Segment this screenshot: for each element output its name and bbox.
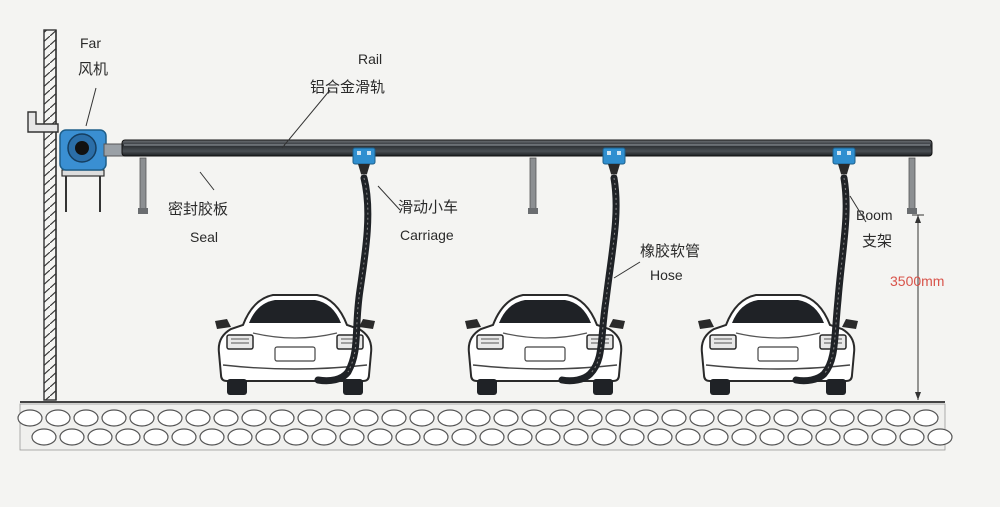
height-dimension bbox=[912, 214, 924, 400]
boom-label-cn: 支架 bbox=[862, 232, 892, 250]
car-rear-icon bbox=[214, 294, 859, 396]
label-fan: Far 风机 bbox=[78, 35, 108, 78]
rail-label-cn: 铝合金滑轨 bbox=[310, 78, 385, 96]
wall-structure bbox=[43, 29, 57, 401]
aluminum-rail bbox=[121, 139, 933, 157]
fan-blower-icon bbox=[59, 129, 127, 171]
support-posts bbox=[137, 157, 918, 215]
carriage-1 bbox=[352, 147, 376, 179]
label-hose: 橡胶软管 Hose bbox=[640, 242, 700, 283]
rail-label-en: Rail bbox=[358, 51, 382, 67]
label-boom: Boom 支架 bbox=[856, 207, 893, 250]
carriage-2 bbox=[602, 147, 626, 179]
leader-lines bbox=[85, 87, 867, 279]
fan-unit bbox=[27, 111, 127, 212]
seal-label-cn: 密封胶板 bbox=[168, 200, 228, 218]
seal-label-en: Seal bbox=[190, 229, 218, 245]
boom-label-en: Boom bbox=[856, 207, 893, 223]
carriage-label-cn: 滑动小车 bbox=[398, 198, 458, 216]
label-rail: Rail 铝合金滑轨 bbox=[310, 51, 385, 96]
fan-label-en: Far bbox=[80, 35, 101, 51]
fan-label-cn: 风机 bbox=[78, 60, 108, 78]
ground bbox=[17, 401, 953, 451]
label-seal: 密封胶板 Seal bbox=[168, 200, 228, 245]
hose-label-en: Hose bbox=[650, 267, 683, 283]
label-carriage: 滑动小车 Carriage bbox=[398, 198, 458, 243]
height-label: 3500mm bbox=[890, 273, 944, 289]
carriage-3 bbox=[832, 147, 856, 179]
hose-label-cn: 橡胶软管 bbox=[640, 242, 700, 260]
carriage-label-en: Carriage bbox=[400, 227, 454, 243]
